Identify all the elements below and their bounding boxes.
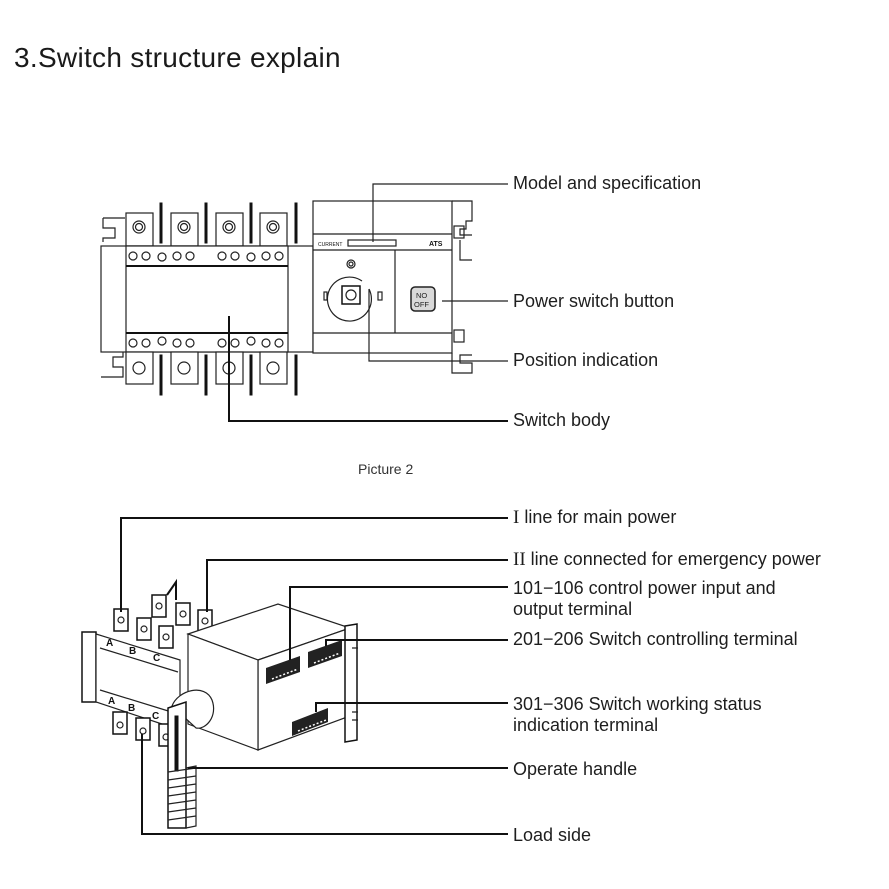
leader-emergency-power [206,559,508,612]
terminal-block-101-106 [266,656,300,684]
callout-switch-controlling-terminal: 201−206 Switch controlling terminal [513,629,798,649]
line-terminals [113,578,213,649]
handle-hub [171,689,215,729]
mounting-bracket [344,623,358,743]
picture-caption: Picture 2 [358,461,414,477]
callout-switch-body: Switch body [513,410,611,430]
model-spec-plate [347,239,397,247]
current-label: CURRENT [318,242,342,248]
leader-model-spec [372,183,508,242]
left-top-bracket [102,217,125,242]
switch-isometric-diagram: A B C A B C [81,578,358,829]
leader-201-206 [325,639,508,646]
leader-position-indication [368,289,508,362]
svg-text:A: A [106,638,113,649]
left-end-cap [81,631,97,703]
handle-grip [167,765,197,829]
controller-module [312,200,453,354]
leader-main-power [120,517,508,612]
top-nuts [128,251,284,262]
bottom-nuts [128,336,284,348]
svg-text:B: B [129,646,136,657]
right-bracket [451,200,473,374]
terminal-block-201-206 [308,640,342,668]
indicator-screw [346,259,356,269]
terminal-block-301-306 [292,708,328,736]
svg-text:C: C [152,711,159,722]
callout-emergency-power: II line connected for emergency power [513,549,821,570]
leader-switch-body [228,316,508,422]
svg-text:NO: NO [416,291,427,300]
leader-301-306 [315,702,508,712]
page-title: 3.Switch structure explain [14,42,341,73]
callout-load-side: Load side [513,825,592,845]
callout-model-specification: Model and specification [513,173,702,193]
callout-power-switch-button: Power switch button [513,291,675,311]
leader-load-side [141,734,508,835]
ats-brand: ATS [429,241,443,248]
svg-text:C: C [153,653,160,664]
power-switch-button [410,286,436,312]
leader-101-106 [289,586,508,660]
callout-operate-handle: Operate handle [513,759,638,779]
top-terminals [125,202,298,247]
svg-text:A: A [108,696,115,707]
svg-text:OFF: OFF [414,300,429,309]
svg-text:B: B [128,703,135,714]
position-indicator-dial [326,276,373,322]
callout-position-indication: Position indication [513,350,659,370]
bottom-terminals [125,351,298,396]
callout-main-power: I line for main power [513,507,677,528]
